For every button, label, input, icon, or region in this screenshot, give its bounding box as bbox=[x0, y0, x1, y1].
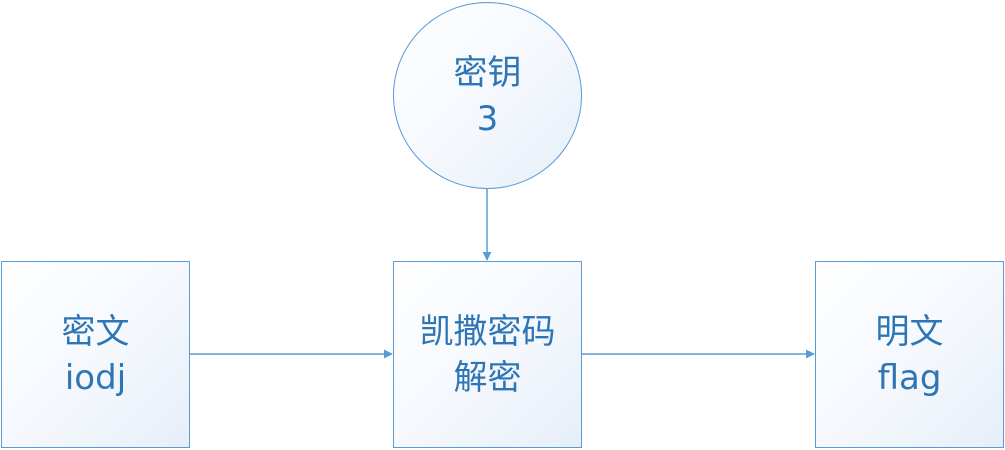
key-value: 3 bbox=[476, 98, 499, 139]
decrypt-label-line1: 凯撒密码 bbox=[419, 311, 556, 352]
key-label: 密钥 bbox=[453, 52, 522, 93]
decrypt-node: 凯撒密码 解密 bbox=[393, 261, 582, 448]
key-node: 密钥 3 bbox=[393, 2, 582, 189]
ciphertext-value: iodj bbox=[64, 357, 127, 398]
ciphertext-label: 密文 bbox=[61, 311, 130, 352]
decrypt-label-line2: 解密 bbox=[453, 357, 522, 398]
ciphertext-node: 密文 iodj bbox=[1, 261, 190, 448]
plaintext-node: 明文 flag bbox=[815, 261, 1004, 448]
plaintext-label: 明文 bbox=[875, 311, 944, 352]
plaintext-value: flag bbox=[877, 357, 942, 398]
